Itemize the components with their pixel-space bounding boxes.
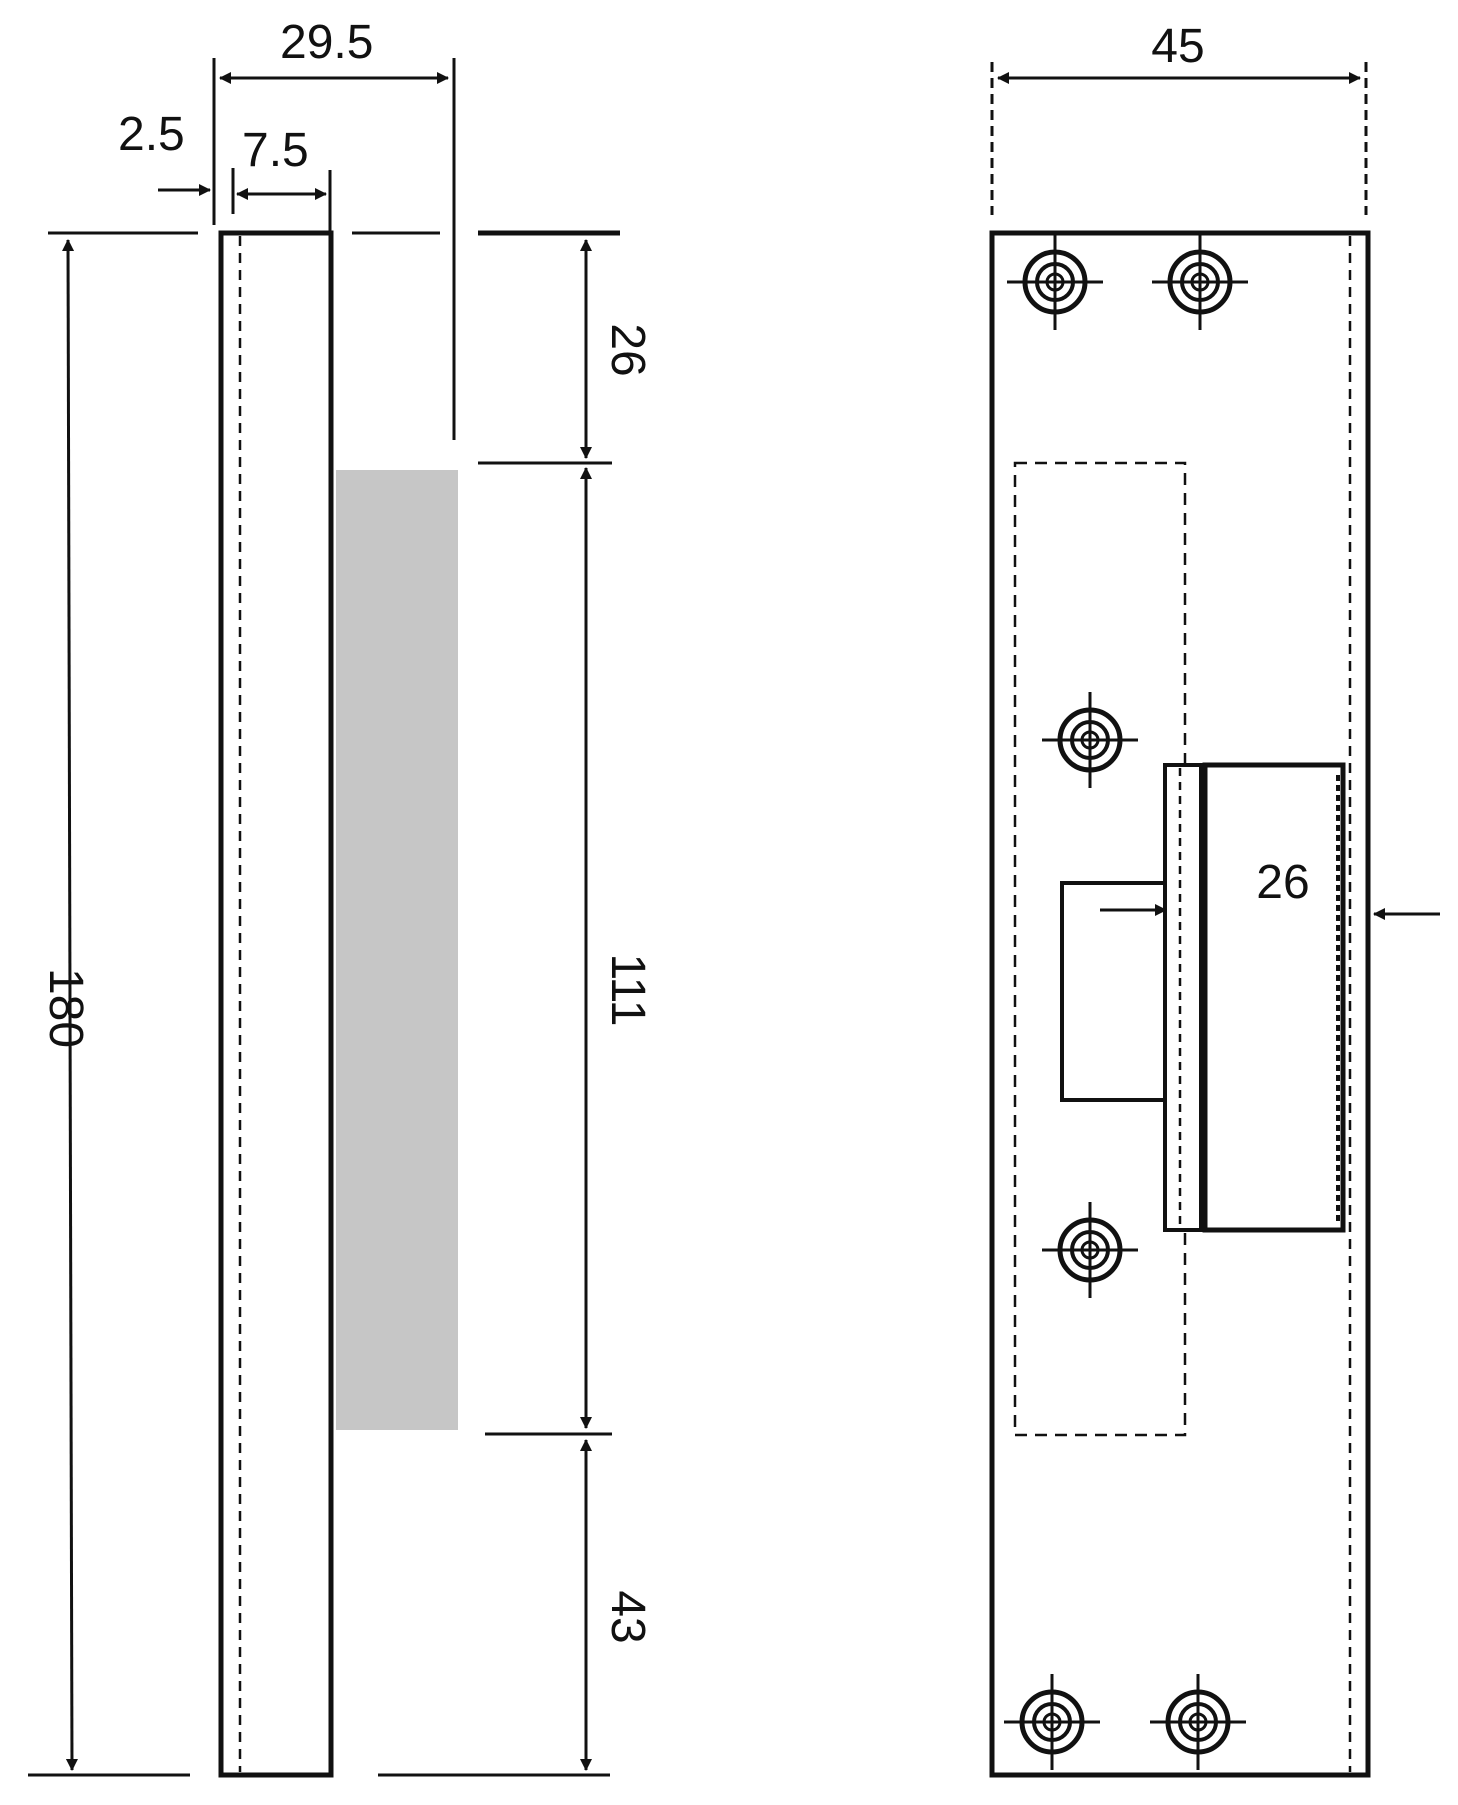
label-180: 180 [39,968,92,1048]
strike-plate-section [218,230,334,1778]
screw-hole-bottom-left [1004,1674,1100,1770]
label-7-5: 7.5 [242,124,309,177]
label-43: 43 [601,1590,654,1643]
label-111: 111 [601,954,654,1027]
latch-keeper [1163,763,1203,1232]
label-45: 45 [1151,20,1204,73]
side-view [28,58,620,1778]
lock-body-section [336,470,458,1430]
label-2-5: 2.5 [118,108,185,161]
screw-holes [1004,234,1248,1770]
hidden-body-outline [1013,461,1187,1437]
screw-hole-top-right [1152,234,1248,330]
latch-recess [1060,765,1167,1230]
screw-hole-mid-upper [1042,692,1138,788]
dim-line-180 [62,239,78,1771]
label-26-latch: 26 [1256,856,1309,909]
front-view [989,62,1440,1778]
label-26-top: 26 [601,323,654,376]
strike-plate-front [989,230,1371,1778]
label-29-5: 29.5 [280,16,373,69]
screw-hole-bottom-right [1150,1674,1246,1770]
screw-hole-mid-lower [1042,1202,1138,1298]
screw-hole-top-left [1007,234,1103,330]
latch-bolt [1202,762,1346,1233]
